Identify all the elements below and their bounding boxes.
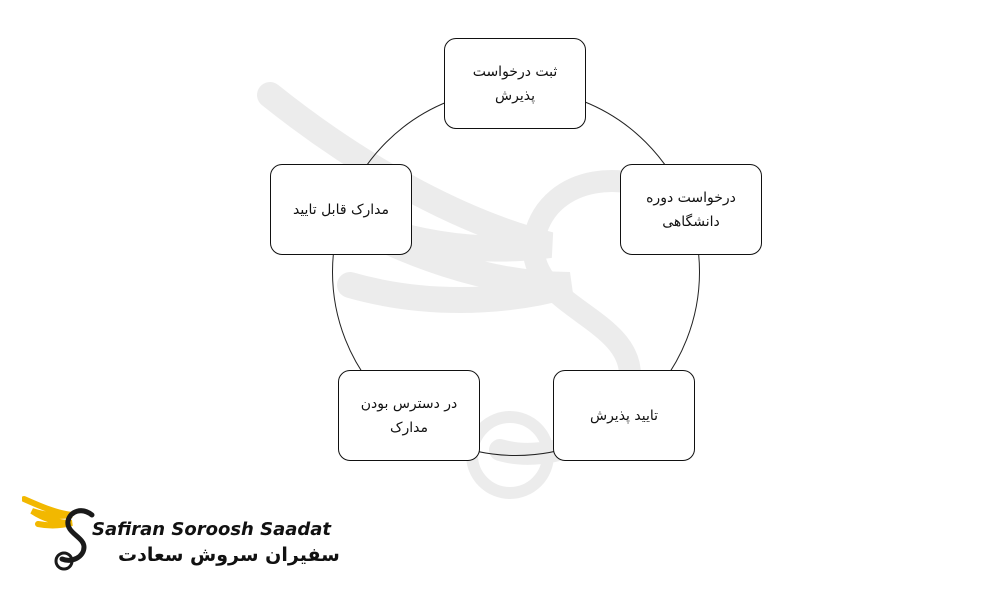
step-label-4: در دسترس بودن مدارک <box>360 395 458 436</box>
step-label-1: ثبت درخواست پذیرش <box>472 63 558 104</box>
step-box-3: تایید پذیرش <box>553 370 695 461</box>
step-box-4: در دسترس بودن مدارک <box>338 370 480 461</box>
step-box-1: ثبت درخواست پذیرش <box>444 38 586 129</box>
step-box-5: مدارک قابل تایید <box>270 164 412 255</box>
logo-persian-name: سفیران سروش سعادت <box>118 544 340 566</box>
step-label-5: مدارک قابل تایید <box>292 201 390 218</box>
logo-latin-name: Safiran Soroosh Saadat <box>92 519 332 540</box>
step-label-2: درخواست دوره دانشگاهی <box>646 189 736 230</box>
brand-logo: Safiran Soroosh Saadat سفیران سروش سعادت <box>22 493 340 581</box>
step-label-3: تایید پذیرش <box>589 407 659 424</box>
step-box-2: درخواست دوره دانشگاهی <box>620 164 762 255</box>
swan-logo-icon <box>22 496 95 571</box>
